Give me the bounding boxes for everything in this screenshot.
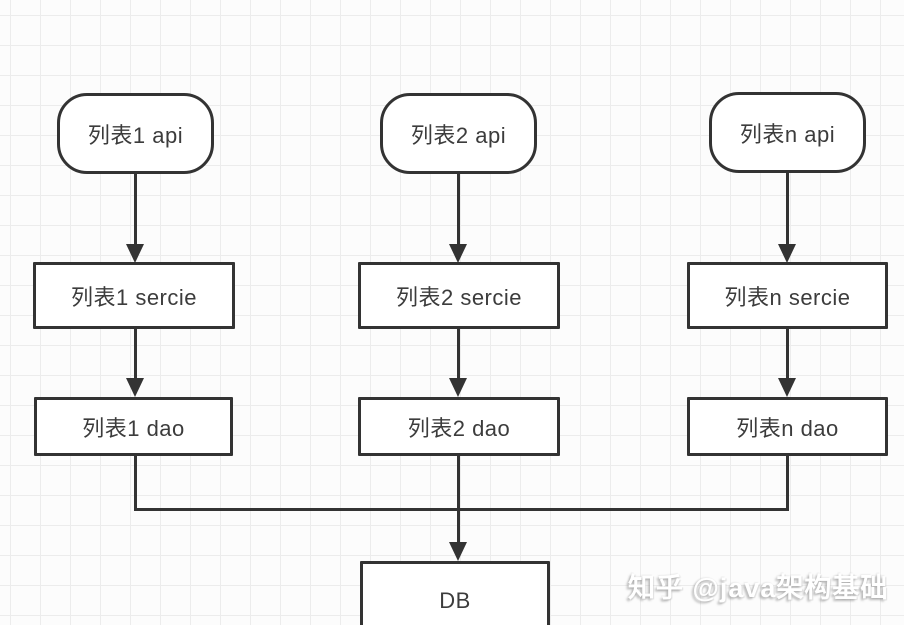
arrowhead-down-icon — [126, 244, 144, 263]
node-dao-2-label: 列表2 dao — [407, 415, 511, 441]
connector-dao3-bus-line — [786, 456, 789, 511]
node-service-1-label: 列表1 sercie — [70, 284, 198, 310]
connector-service1-dao1-line — [134, 329, 137, 380]
connector-service3-dao3-line — [786, 329, 789, 380]
connector-dao2-bus-line — [457, 456, 460, 511]
node-dao-1-label: 列表1 dao — [82, 415, 185, 441]
node-api-3-label: 列表n api — [739, 121, 836, 147]
arrowhead-down-icon — [449, 378, 467, 397]
connector-api3-service3-line — [786, 172, 789, 246]
connector-service2-dao2-line — [457, 329, 460, 380]
connector-bus-line — [134, 508, 789, 511]
node-api-1: 列表1 api — [57, 93, 214, 174]
node-service-3-label: 列表n sercie — [724, 284, 851, 310]
connector-bus-db-line — [457, 510, 460, 543]
connector-dao1-bus-line — [134, 456, 137, 511]
connector-api2-service2-line — [457, 173, 460, 246]
arrowhead-down-icon — [778, 378, 796, 397]
node-service-1: 列表1 sercie — [33, 262, 235, 329]
node-dao-1: 列表1 dao — [34, 397, 233, 456]
zhihu-watermark: 知乎 @java架构基础 — [628, 573, 889, 603]
arrowhead-down-icon — [778, 244, 796, 263]
node-dao-3-label: 列表n dao — [736, 415, 839, 441]
node-service-2: 列表2 sercie — [358, 262, 560, 329]
node-api-2-label: 列表2 api — [410, 122, 507, 148]
node-db: DB — [360, 561, 550, 625]
node-api-3: 列表n api — [709, 92, 866, 173]
node-api-1-label: 列表1 api — [87, 122, 184, 148]
node-db-label: DB — [439, 588, 471, 613]
node-dao-2: 列表2 dao — [358, 397, 560, 456]
arrowhead-down-icon — [449, 244, 467, 263]
arrowhead-down-icon — [126, 378, 144, 397]
node-api-2: 列表2 api — [380, 93, 537, 174]
arrowhead-down-icon — [449, 542, 467, 561]
connector-api1-service1-line — [134, 173, 137, 246]
node-dao-3: 列表n dao — [687, 397, 888, 456]
node-service-2-label: 列表2 sercie — [395, 284, 523, 310]
node-service-3: 列表n sercie — [687, 262, 888, 329]
